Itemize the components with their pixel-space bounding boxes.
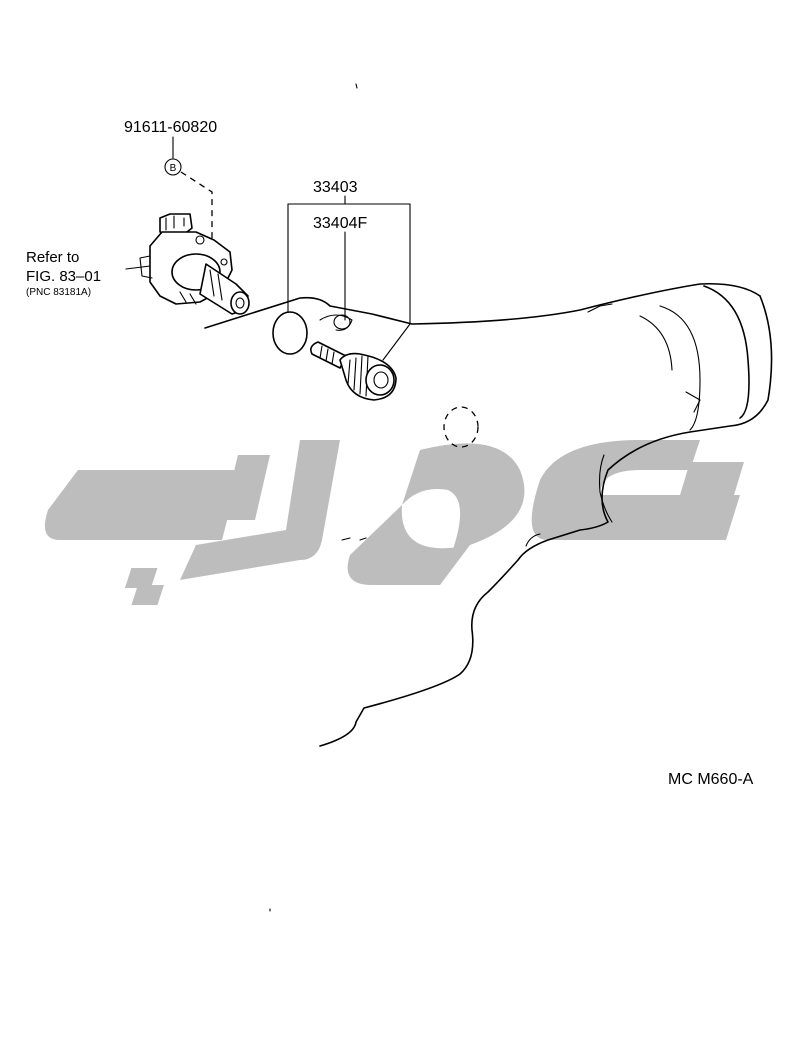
reference-line-3: (PNC 83181A) [26,287,91,298]
valve-callout: 33403 33404F [287,179,411,361]
reference-note: Refer to FIG. 83–01 (PNC 83181A) [26,249,151,298]
watermark-logo [44,440,744,605]
callout-letter-b: B [170,163,177,174]
gasket-ring [272,311,308,355]
bolt-callout: 91611-60820 B [124,119,217,240]
knob-part-number: 33404F [313,215,367,232]
reference-line-2: FIG. 83–01 [26,268,101,285]
stray-mark [355,83,358,89]
idle-control-valve [139,213,250,315]
callout-circle-b [164,158,182,176]
throttle-body-outline [204,282,773,747]
reference-line-1: Refer to [26,249,79,266]
valve-part-number: 33403 [313,179,358,196]
illustration-code: MC M660-A [668,771,754,788]
adjusting-screw [310,341,397,401]
bolt-part-number: 91611-60820 [124,119,217,136]
